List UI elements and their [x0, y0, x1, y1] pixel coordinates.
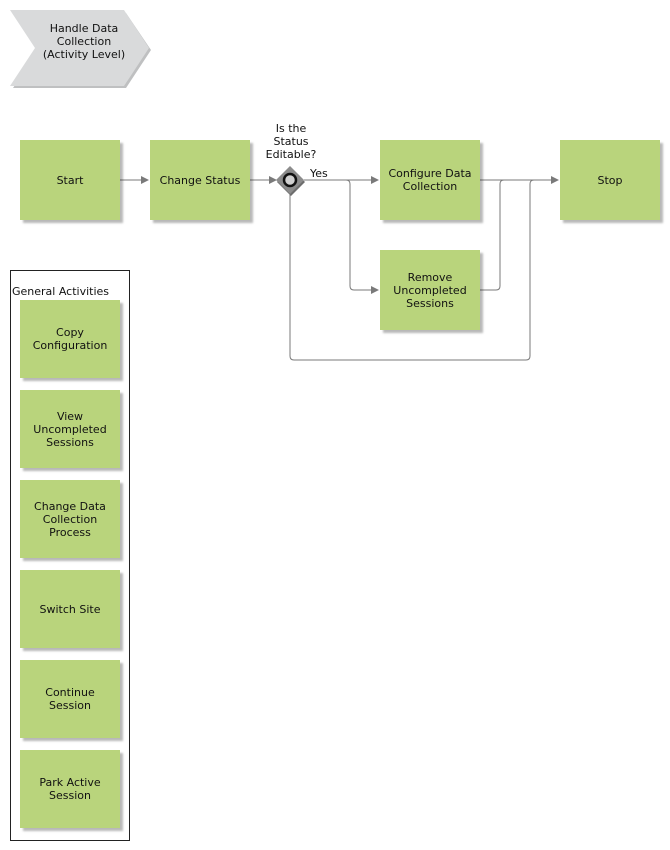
chevron-icon — [10, 10, 151, 88]
continue-session-activity[interactable]: Continue Session — [20, 660, 120, 738]
switch-site-activity[interactable]: Switch Site — [20, 570, 120, 648]
configure-data-collection-activity[interactable]: Configure Data Collection — [380, 140, 480, 220]
copy-configuration-activity[interactable]: Copy Configuration — [20, 300, 120, 378]
gateway-icon — [276, 166, 305, 196]
start-event[interactable]: Start — [20, 140, 120, 220]
diagram-title: Handle Data Collection (Activity Level) — [42, 21, 126, 61]
edge-gateway-remove — [345, 179, 379, 294]
edge-gateway-stop-no — [289, 179, 535, 361]
yes-label: Yes — [310, 167, 328, 180]
view-uncompleted-sessions-activity[interactable]: View Uncompleted Sessions — [20, 390, 120, 468]
stop-event[interactable]: Stop — [560, 140, 660, 220]
park-active-session-activity[interactable]: Park Active Session — [20, 750, 120, 828]
change-status-activity[interactable]: Change Status — [150, 140, 250, 220]
remove-uncompleted-sessions-activity[interactable]: Remove Uncompleted Sessions — [380, 250, 480, 330]
change-data-collection-process-activity[interactable]: Change Data Collection Process — [20, 480, 120, 558]
general-activities-title: General Activities — [12, 285, 110, 298]
edge-remove-stop — [480, 179, 505, 291]
gateway-question: Is the Status Editable? — [265, 122, 317, 161]
